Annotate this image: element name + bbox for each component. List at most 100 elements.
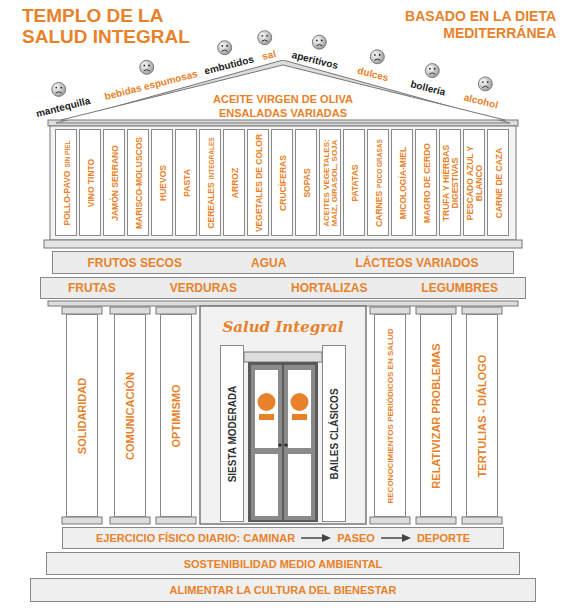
door-logo — [292, 414, 307, 420]
vertical-text: MARISCO-MOLUSCOS — [128, 133, 148, 232]
node-text: MICOLOGÍA-MIEL — [398, 146, 407, 218]
pillar-parts — [62, 307, 502, 524]
subtitle: BASADO EN LA DIETA MEDITERRÁNEA — [364, 8, 556, 42]
drawing-part — [482, 81, 484, 83]
door-glass — [255, 454, 278, 516]
door: Salud IntegralSIESTA MODERADABAILES CLÁS… — [200, 306, 366, 524]
drawing-part — [478, 77, 492, 91]
food-band: FRUTOS SECOS AGUA LÁCTEOS VARIADOS — [52, 251, 514, 274]
frieze-column: JAMÓN SERRANO — [103, 129, 125, 236]
node-text: OPTIMISMO — [170, 384, 182, 447]
door-logo — [258, 393, 276, 411]
frieze-column: PATATAS — [343, 129, 365, 236]
title: TEMPLO DE LA SALUD INTEGRAL — [22, 6, 222, 48]
drawing-part — [221, 45, 223, 47]
frieze-frame — [50, 126, 516, 240]
node-text: TRUFA Y HIERBAS DIGESTIVAS — [441, 133, 459, 232]
vertical-text: SOLIDARIDAD — [67, 318, 97, 513]
node-text: CEREALES — [206, 182, 215, 228]
node-text: SIN PIEL — [64, 140, 71, 167]
vertical-text: BAILES CLÁSICOS — [323, 349, 345, 518]
drawing-part — [429, 73, 435, 74]
vertical-text: OPTIMISMO — [161, 318, 191, 513]
node-text: POCO GRASAS — [376, 139, 383, 188]
pillar-base — [62, 517, 102, 524]
frieze-column: POLLO-PAVOSIN PIEL — [55, 129, 77, 236]
drawing-part — [222, 50, 228, 51]
frieze-column: TRUFA Y HIERBAS DIGESTIVAS — [439, 129, 461, 236]
vertical-text: POLLO-PAVOSIN PIEL — [56, 133, 76, 232]
vertical-text: PATATAS — [344, 133, 364, 232]
door-leaf — [284, 365, 315, 520]
node-text: MARISCO-MOLUSCOS — [134, 136, 143, 228]
roof-label: alcohol — [463, 92, 500, 111]
sad-face — [140, 60, 154, 74]
frieze-column: VINO TINTO — [79, 129, 101, 236]
step-arrow — [301, 533, 331, 543]
vertical-text: SIESTA MODERADA — [221, 349, 243, 518]
door-panel — [200, 306, 366, 524]
temple-step: SOSTENIBILIDAD MEDIO AMBIENTAL — [46, 552, 520, 575]
vertical-text: ARROZ — [224, 133, 244, 232]
vertical-text: MICOLOGÍA-MIEL — [392, 133, 412, 232]
step-arrow — [381, 533, 411, 543]
frieze-column: ACEITES VEGETALES: MAÍZ, GIRASOL, SOJA — [319, 129, 341, 236]
node-text: LÁCTEOS VARIADOS — [355, 256, 478, 270]
node-text: ARROZ — [230, 167, 239, 197]
pillar: RELATIVIZAR PROBLEMAS — [420, 314, 452, 517]
door-glass — [255, 370, 278, 448]
vertical-text: VINO TINTO — [80, 133, 100, 232]
node-text: CARNE DE CAZA — [494, 147, 503, 217]
node-text: SOSTENIBILIDAD MEDIO AMBIENTAL — [184, 558, 383, 570]
drawing-part — [316, 44, 322, 45]
vertical-text: CEREALES INTEGRALES — [200, 133, 220, 232]
pillar-capital — [462, 307, 502, 314]
node-text: VERDURAS — [170, 281, 237, 295]
pillar-base — [370, 517, 410, 524]
node-text: FRUTOS SECOS — [88, 256, 182, 270]
frieze-column: CRUCÍFERAS — [271, 129, 293, 236]
node-text: PESCADO AZUL Y BLANCO — [465, 133, 483, 232]
node-text: INTEGRALES — [208, 137, 215, 179]
node-text: MAGRO DE CERDO — [422, 143, 431, 223]
node-text: LEGUMBRES — [421, 281, 498, 295]
door-frame — [248, 362, 318, 522]
sad-face — [370, 50, 384, 64]
door-post: SIESTA MODERADA — [220, 345, 244, 522]
drawing-part — [262, 40, 268, 41]
frieze-column: PESCADO AZUL Y BLANCO — [463, 129, 485, 236]
drawing-part — [374, 59, 380, 60]
vertical-text: VEGETALES DE COLOR — [248, 133, 268, 232]
drawing-part — [425, 64, 439, 78]
vertical-text: COMUNICACIÓN — [115, 318, 145, 513]
food-band: FRUTASVERDURASHORTALIZASLEGUMBRES — [40, 277, 526, 299]
node-text: COMUNICACIÓN — [124, 372, 136, 460]
pillar-capital — [62, 307, 102, 314]
node-text: RELATIVIZAR PROBLEMAS — [430, 343, 442, 488]
drawing-part — [52, 82, 66, 96]
pillar: SOLIDARIDAD — [66, 314, 98, 517]
drawing-part — [56, 92, 62, 93]
drawing-part — [144, 70, 150, 71]
drawing-part — [487, 81, 489, 83]
vertical-text: CRUCÍFERAS — [272, 133, 292, 232]
frieze-column: MICOLOGÍA-MIEL — [391, 129, 413, 236]
vertical-text: TERTULIAS - DIÁLOGO — [467, 318, 497, 513]
pillar-capital — [110, 307, 150, 314]
vertical-text: JAMÓN SERRANO — [104, 133, 124, 232]
pillar: TERTULIAS - DIÁLOGO — [466, 314, 498, 517]
drawing-part — [429, 68, 431, 70]
door-lintel — [244, 352, 322, 362]
drawing-part — [55, 87, 57, 89]
door-leaf — [251, 365, 282, 520]
temple-step: EJERCICIO FÍSICO DIARIO: CAMINARPASEODEP… — [62, 527, 504, 549]
frieze-column: CARNESPOCO GRASAS — [367, 129, 389, 236]
roof-label: bollería — [409, 78, 446, 97]
door-handle — [278, 443, 281, 446]
door-post: BAILES CLÁSICOS — [322, 345, 346, 522]
frieze-column: CEREALES INTEGRALES — [199, 129, 221, 236]
node-text: AGUA — [251, 256, 286, 270]
node-text: VEGETALES DE COLOR — [254, 133, 263, 231]
node-text: ACEITE VIRGEN DE OLIVA — [213, 92, 353, 106]
